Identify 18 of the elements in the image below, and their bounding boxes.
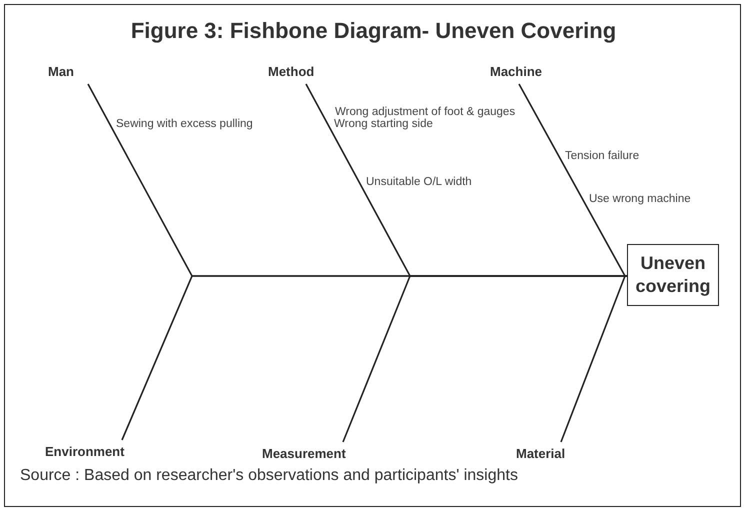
cause-label: Use wrong machine [589,193,691,205]
category-label: Environment [45,444,124,459]
category-label: Material [516,446,566,461]
category-label: Man [48,64,74,79]
cause-label: Unsuitable O/L width [366,176,472,188]
category-label: Measurement [262,446,346,461]
cause-label: Sewing with excess pulling [116,118,253,130]
fishbone-line [518,84,628,277]
source-caption: Source : Based on researcher's observations and participants' insights [20,467,518,485]
cause-label: Wrong adjustment of foot & gauges [335,106,516,118]
diagram-title: Figure 3: Fishbone Diagram- Uneven Covering [130,18,618,44]
fishbone-line [342,275,627,442]
cause-label: Tension failure [565,150,640,162]
cause-label: Wrong starting side [334,118,433,130]
effect-box: Uneven covering [627,244,719,306]
fishbone-line [560,275,627,442]
category-label: Machine [490,64,542,79]
category-label: Method [268,64,314,79]
